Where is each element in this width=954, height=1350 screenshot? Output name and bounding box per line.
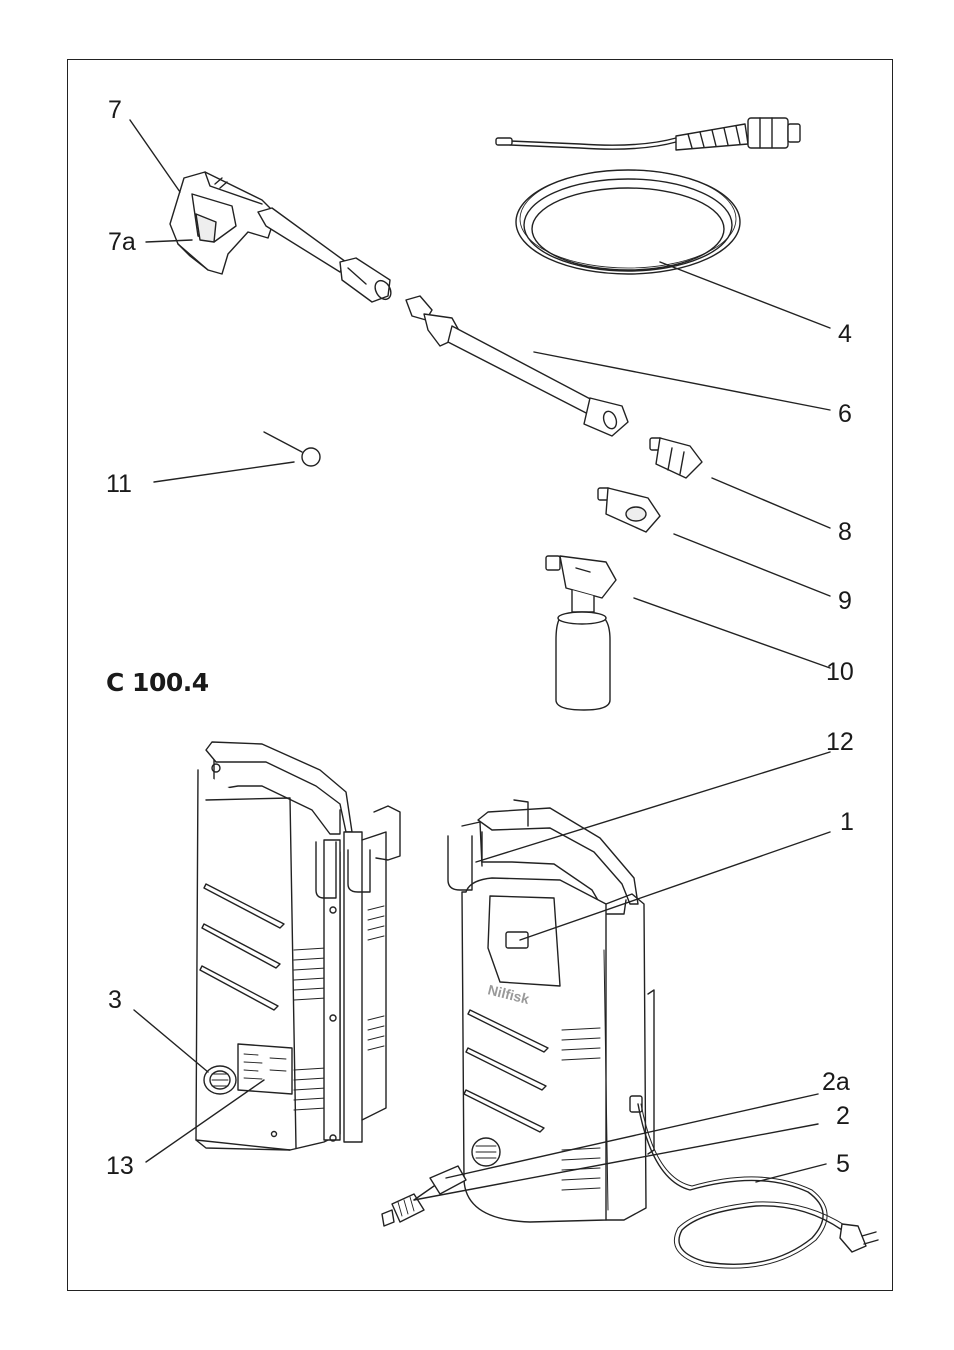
leader-10 xyxy=(634,598,830,668)
pressure-washer-front-view: Nilfisk xyxy=(448,800,654,1222)
callout-10: 10 xyxy=(826,660,854,685)
callout-3: 3 xyxy=(108,988,122,1013)
leader-11 xyxy=(154,462,294,482)
callout-2a: 2a xyxy=(822,1070,850,1095)
callout-1: 1 xyxy=(840,810,854,835)
model-label: C 100.4 xyxy=(106,668,209,697)
callout-12: 12 xyxy=(826,730,854,755)
callout-5: 5 xyxy=(836,1152,850,1177)
callout-2: 2 xyxy=(836,1104,850,1129)
foam-sprayer-bottle-part xyxy=(546,556,616,710)
leader-5 xyxy=(756,1164,826,1182)
inlet-connector-part xyxy=(382,1166,466,1226)
callout-11: 11 xyxy=(106,472,132,497)
hose-part xyxy=(496,118,800,274)
leader-9 xyxy=(674,534,830,596)
spray-gun-part xyxy=(170,172,394,302)
nozzle-8-part xyxy=(650,438,702,478)
leader-4 xyxy=(660,262,830,328)
leader-7 xyxy=(130,120,180,192)
lance-part xyxy=(406,296,628,436)
pressure-washer-rear-view xyxy=(196,742,400,1150)
leader-12 xyxy=(476,752,830,862)
cleaning-needle-part xyxy=(264,432,320,466)
leader-8 xyxy=(712,478,830,528)
nozzle-9-part xyxy=(598,488,660,532)
callout-6: 6 xyxy=(838,402,852,427)
callout-9: 9 xyxy=(838,589,852,614)
callout-13: 13 xyxy=(106,1154,134,1179)
callout-7: 7 xyxy=(108,98,122,123)
callout-7a: 7a xyxy=(108,230,136,255)
callout-8: 8 xyxy=(838,520,852,545)
callout-4: 4 xyxy=(838,322,852,347)
